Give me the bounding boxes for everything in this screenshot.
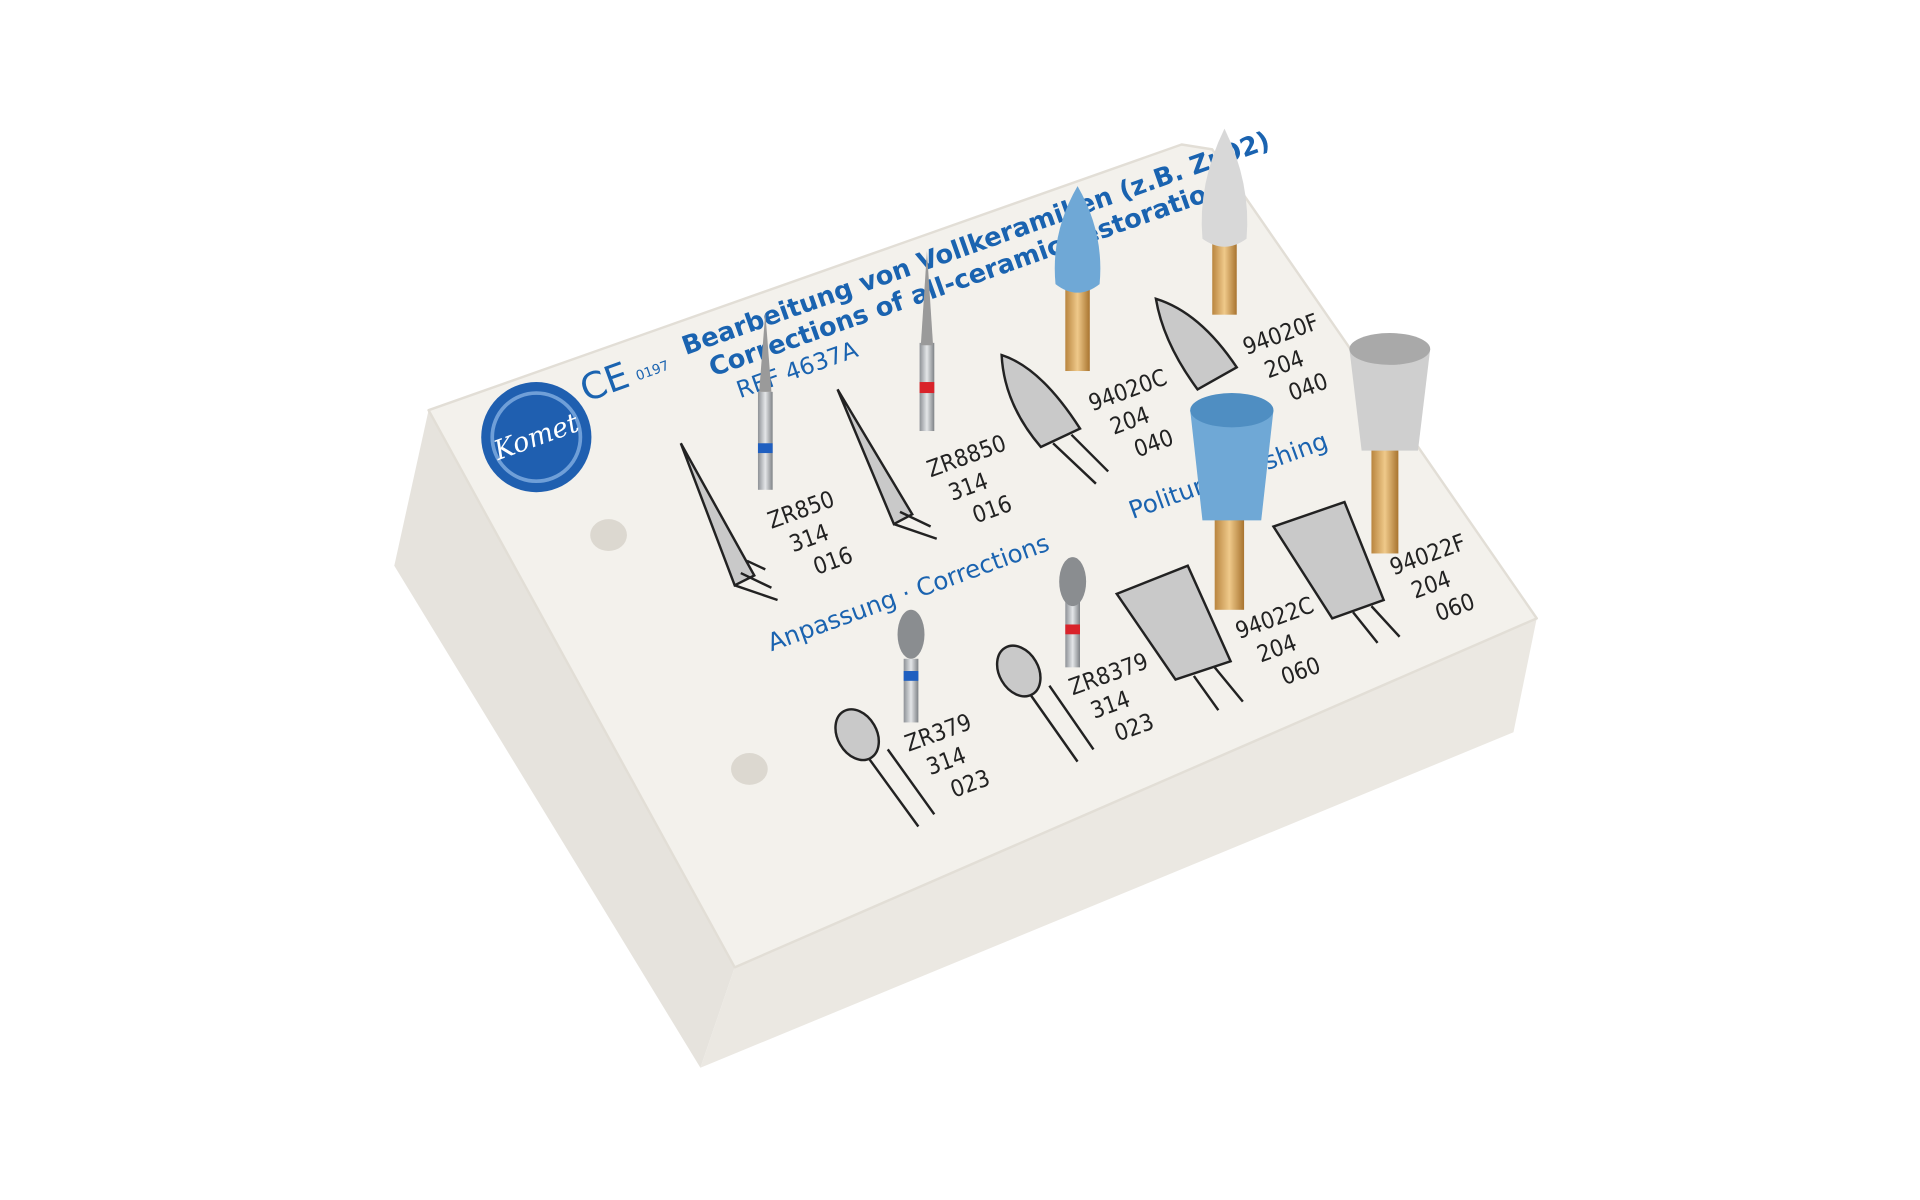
- bur-zr8379: [1059, 557, 1087, 668]
- bur-block: [394, 143, 1538, 1068]
- hole: [731, 753, 768, 785]
- bur-zr8850: [919, 251, 935, 432]
- block-front-face: [700, 618, 1537, 1068]
- polisher-94022f: [1349, 333, 1431, 554]
- polisher-94022c: [1190, 393, 1274, 610]
- polisher-94020c: [1054, 186, 1101, 372]
- komet-logo: Komet: [481, 382, 592, 493]
- schematics: [679, 297, 1401, 828]
- bur-zr379: [897, 609, 925, 723]
- bur-zr850: [757, 312, 773, 490]
- polisher-94020f: [1201, 128, 1248, 315]
- block-left-face: [394, 410, 735, 1068]
- instruments: [757, 128, 1431, 723]
- hole: [590, 519, 627, 552]
